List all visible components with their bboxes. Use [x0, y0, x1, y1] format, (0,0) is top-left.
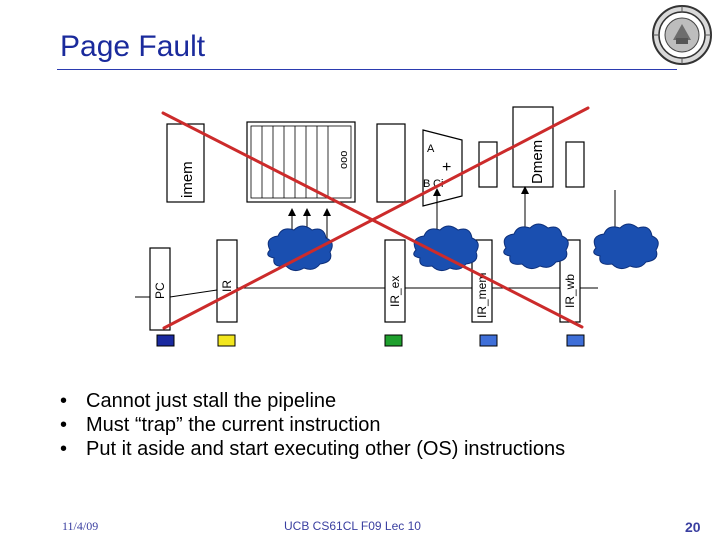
arrowheads	[288, 186, 529, 216]
pc-marker	[156, 334, 175, 347]
footer-date: 11/4/09	[62, 519, 99, 533]
alu-input-b: B	[423, 178, 430, 190]
page-title: Page Fault	[60, 30, 206, 63]
bullet-item: •Must “trap” the current instruction	[60, 414, 381, 436]
alu-input-ci: Ci	[433, 178, 443, 190]
pc-label: PC	[153, 282, 167, 299]
operand-latch	[376, 123, 406, 203]
ir-marker	[217, 334, 236, 347]
bullet-text: Cannot just stall the pipeline	[86, 390, 337, 412]
dmem-label: Dmem	[529, 140, 546, 184]
ir-ex-register	[384, 239, 406, 323]
bullet-item: •Cannot just stall the pipeline	[60, 390, 337, 412]
ir-mem-marker	[479, 334, 498, 347]
bullet-list: •Cannot just stall the pipeline •Must “t…	[58, 389, 698, 461]
pc-register	[149, 247, 171, 331]
footer-course: UCB CS61CL F09 Lec 10	[284, 519, 421, 533]
alu-op: +	[442, 159, 451, 176]
control-logic-clouds	[267, 223, 659, 272]
title-divider	[57, 69, 677, 70]
imem-label: imem	[179, 161, 196, 198]
ir-ex-marker	[384, 334, 403, 347]
bullet-text: Put it aside and start executing other (…	[86, 438, 566, 460]
ir-label: IR	[220, 280, 234, 292]
pipeline-diagram: imem ooo A + B Ci Dmem PC IR IR_ex IR_me…	[135, 106, 659, 347]
wb-latch	[565, 141, 585, 188]
pipeline-crossout	[161, 106, 590, 330]
ir-wb-marker	[566, 334, 585, 347]
ir-mem-label: IR_mem	[475, 273, 489, 318]
university-seal-icon	[652, 5, 712, 65]
ir-wb-label: IR_wb	[563, 274, 577, 308]
alu: A + B Ci	[422, 129, 463, 207]
page-number: 20	[685, 519, 701, 535]
bullet-item: •Put it aside and start executing other …	[60, 438, 566, 460]
ir-register	[216, 239, 238, 323]
register-file: ooo	[246, 121, 356, 203]
alu-input-a: A	[427, 143, 435, 155]
bullet-text: Must “trap” the current instruction	[86, 414, 381, 436]
ir-ex-label: IR_ex	[388, 276, 402, 307]
regfile-dots: ooo	[338, 151, 350, 169]
